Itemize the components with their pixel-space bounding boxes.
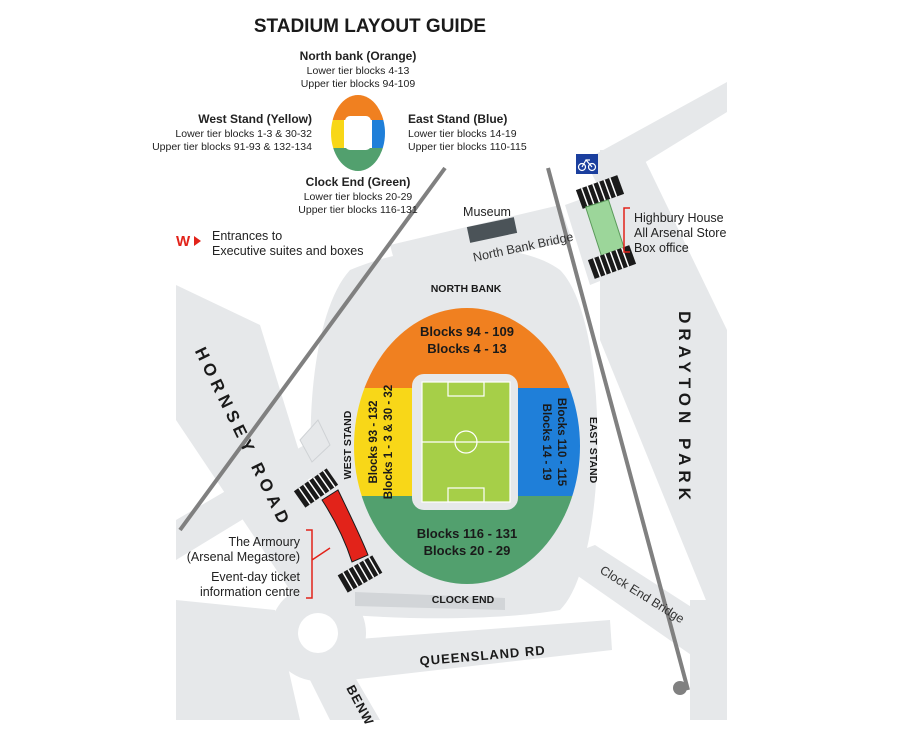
east-blocks-lower: Blocks 14 - 19: [540, 404, 552, 481]
museum-building: [466, 217, 518, 243]
lower-left-block: [176, 600, 300, 720]
entrance-w-symbol: W: [176, 233, 191, 250]
key-north-lower: Lower tier blocks 4-13: [307, 65, 410, 77]
railway-lines: [178, 166, 690, 691]
stand-west: [354, 388, 412, 496]
armoury-line-3: Event-day ticket: [211, 570, 300, 584]
key-east-name: East Stand (Blue): [408, 112, 507, 126]
hornsey-road: [176, 285, 345, 620]
key-west-lower: Lower tier blocks 1-3 & 30-32: [175, 128, 312, 140]
west-blocks-lower: Blocks 1 - 3 & 30 - 32: [383, 385, 395, 499]
north-blocks-upper: Blocks 94 - 109: [420, 324, 514, 339]
right-bottom-area: [690, 600, 727, 720]
key-clock-lower: Lower tier blocks 20-29: [304, 191, 413, 203]
clock-end-bridge: [555, 545, 727, 680]
armoury-building: [321, 489, 369, 563]
highbury-line-3: Box office: [634, 241, 689, 255]
highbury-house: [575, 175, 637, 279]
page-title: STADIUM LAYOUT GUIDE: [254, 16, 486, 37]
legend-line-2: Executive suites and boxes: [212, 244, 363, 258]
roundabout-island: [298, 613, 338, 653]
highbury-bracket: [623, 207, 630, 253]
mini-stadium-key: [331, 95, 385, 171]
east-stand-label: EAST STAND: [587, 417, 599, 484]
armoury-stairs-bottom: [337, 555, 383, 593]
west-approach: [176, 430, 340, 560]
museum-label: Museum: [463, 205, 511, 219]
armoury-line-4: information centre: [200, 585, 300, 599]
armoury-entrance-top: [299, 419, 331, 463]
key-clock-upper: Upper tier blocks 116-131: [298, 204, 418, 216]
west-blocks-upper: Blocks 93 - 132: [368, 400, 380, 483]
clock-end-path: [355, 592, 505, 610]
bicycle-icon: [576, 154, 598, 174]
west-stand-label: WEST STAND: [342, 410, 354, 479]
highbury-stairs-bottom: [587, 245, 637, 279]
top-right-road: [585, 82, 727, 190]
armoury-stairs-top: [293, 468, 339, 508]
armoury: [293, 419, 383, 599]
pitch: [412, 374, 518, 510]
highbury-line-1: Highbury House: [634, 211, 724, 225]
key-east-upper: Upper tier blocks 110-115: [408, 141, 527, 153]
drayton-park-label: DRAYTON PARK: [675, 311, 694, 505]
benwell-road: [300, 660, 380, 720]
entrance-w-icon: W: [176, 233, 201, 250]
highbury-stairs-top: [575, 175, 625, 209]
rail-end-marker: [673, 681, 687, 695]
armoury-line-2: (Arsenal Megastore): [187, 550, 300, 564]
key-east-lower: Lower tier blocks 14-19: [408, 128, 517, 140]
clock-blocks-lower: Blocks 20 - 29: [424, 543, 511, 558]
clock-end-label: CLOCK END: [432, 594, 495, 606]
legend-line-1: Entrances to: [212, 229, 282, 243]
north-blocks-lower: Blocks 4 - 13: [427, 341, 507, 356]
key-west-upper: Upper tier blocks 91-93 & 132-134: [152, 141, 312, 153]
key-west-name: West Stand (Yellow): [198, 112, 312, 126]
armoury-bracket: [306, 529, 331, 599]
armoury-line-1: The Armoury: [228, 535, 300, 549]
queensland-road: [345, 620, 612, 680]
highbury-line-2: All Arsenal Store: [634, 226, 726, 240]
north-bank-label: NORTH BANK: [431, 283, 502, 295]
key-clock-name: Clock End (Green): [306, 175, 411, 189]
stand-east: [518, 388, 580, 496]
east-blocks-upper: Blocks 110 - 115: [555, 398, 567, 487]
clock-blocks-upper: Blocks 116 - 131: [417, 526, 517, 541]
key-north-name: North bank (Orange): [300, 49, 417, 63]
key-north-upper: Upper tier blocks 94-109: [301, 78, 416, 90]
